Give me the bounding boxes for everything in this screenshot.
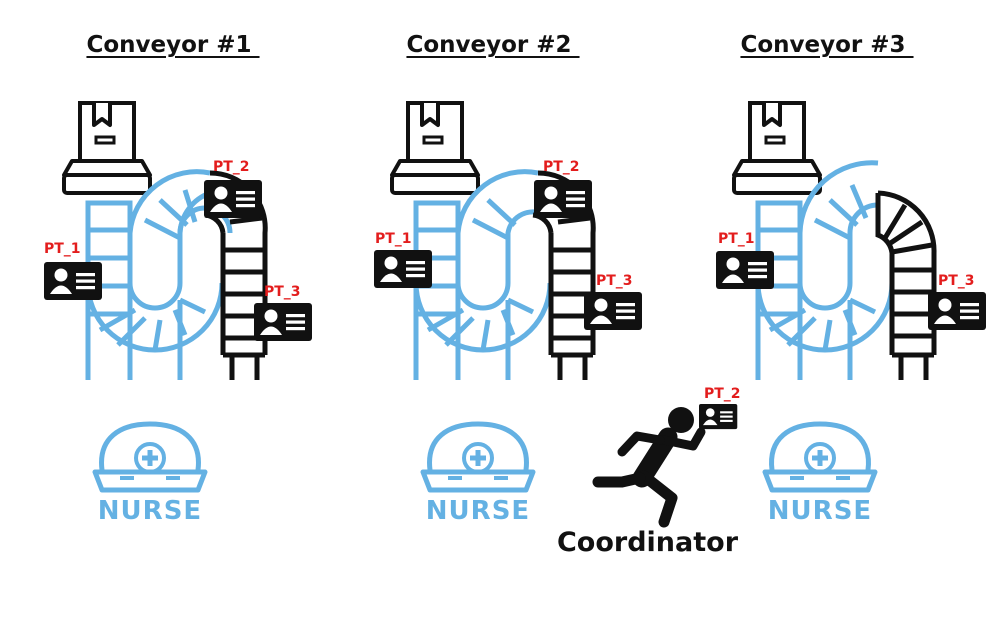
box-on-scale-icon <box>62 101 152 195</box>
conveyor-1 <box>44 101 312 490</box>
pt-tag: PT_3 <box>264 284 301 300</box>
nurse-cap-icon <box>95 424 205 490</box>
id-card-icon <box>699 404 738 430</box>
conveyor-belt-blue <box>755 160 895 380</box>
pt-tag: PT_2 <box>704 386 741 402</box>
pt-tag: PT_3 <box>938 273 975 289</box>
conveyor-3-title: Conveyor #3 <box>740 32 914 58</box>
id-card-icon <box>44 262 102 300</box>
id-card-icon <box>716 251 774 289</box>
pt-tag: PT_2 <box>543 159 580 175</box>
nurse-cap-icon <box>765 424 875 490</box>
nurse-label: NURSE <box>425 496 531 526</box>
running-person-icon <box>592 407 706 528</box>
nurse-label: NURSE <box>97 496 203 526</box>
pt-tag: PT_2 <box>213 159 250 175</box>
conveyor-2-title: Conveyor #2 <box>406 32 580 58</box>
pt-tag: PT_1 <box>375 231 412 247</box>
id-card-icon <box>584 292 642 330</box>
pt-tag: PT_1 <box>44 241 81 257</box>
nurse-label: NURSE <box>767 496 873 526</box>
coordinator-label: Coordinator <box>556 527 739 558</box>
id-card-icon <box>534 180 592 218</box>
coordinator <box>592 404 738 528</box>
conveyor-belt-black <box>875 190 937 380</box>
box-on-scale-icon <box>732 101 822 195</box>
pt-tag: PT_1 <box>718 231 755 247</box>
id-card-icon <box>204 180 262 218</box>
id-card-icon <box>928 292 986 330</box>
id-card-icon <box>254 303 312 341</box>
conveyor-belt-blue <box>413 169 553 380</box>
id-card-icon <box>374 250 432 288</box>
conveyor-3 <box>716 101 986 490</box>
conveyor-1-title: Conveyor #1 <box>86 32 260 58</box>
conveyor-2 <box>374 101 642 490</box>
pt-tag: PT_3 <box>596 273 633 289</box>
nurse-cap-icon <box>423 424 533 490</box>
box-on-scale-icon <box>390 101 480 195</box>
